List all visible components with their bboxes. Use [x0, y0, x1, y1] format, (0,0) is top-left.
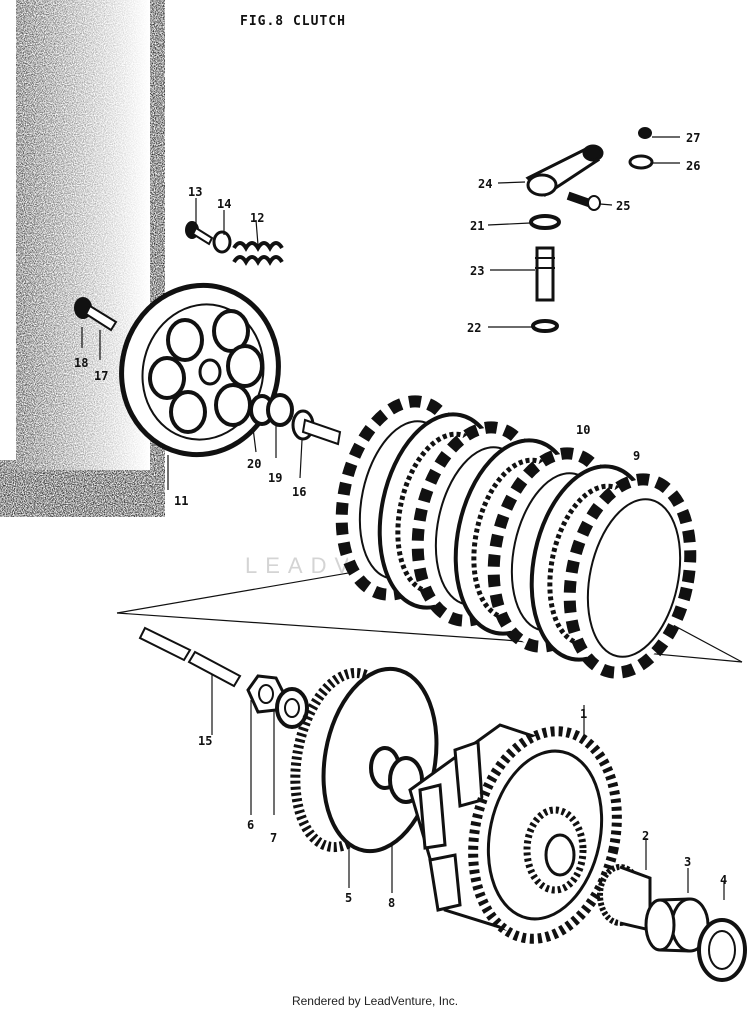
callout-1: 1 [580, 707, 587, 721]
callout-21: 21 [470, 219, 484, 233]
watermark: LEADV [245, 553, 358, 578]
callout-13: 13 [188, 185, 202, 199]
callout-26: 26 [686, 159, 700, 173]
callout-27: 27 [686, 131, 700, 145]
callout-2: 2 [642, 829, 649, 843]
guide-lines [116, 415, 743, 900]
pushrod-pieces [138, 626, 242, 688]
spring-set [185, 221, 284, 266]
callout-18: 18 [74, 356, 88, 370]
callout-12: 12 [250, 211, 264, 225]
callout-3: 3 [684, 855, 691, 869]
callout-8: 8 [388, 896, 395, 910]
nut-washer [246, 674, 309, 729]
clutch-plates [335, 395, 697, 679]
bolt-17 [74, 297, 118, 332]
callout-7: 7 [270, 831, 277, 845]
figure-title: FIG.8 CLUTCH [240, 14, 346, 29]
callout-10: 10 [576, 423, 590, 437]
callout-4: 4 [720, 873, 727, 887]
callout-20: 20 [247, 457, 261, 471]
callout-24: 24 [478, 177, 492, 191]
release-cam-parts [529, 127, 654, 333]
callout-25: 25 [616, 199, 630, 213]
callout-17: 17 [94, 369, 108, 383]
callout-labels: 1 2 3 4 5 6 7 8 9 10 11 12 13 14 15 16 1… [74, 131, 727, 910]
callout-16: 16 [292, 485, 306, 499]
callout-11: 11 [174, 494, 188, 508]
scan-grain [0, 0, 150, 470]
callout-5: 5 [345, 891, 352, 905]
leader-lines [81, 136, 680, 360]
footer-credit: Rendered by LeadVenture, Inc. [291, 994, 459, 1008]
callout-14: 14 [217, 197, 231, 211]
callout-23: 23 [470, 264, 484, 278]
friction-plate [563, 473, 697, 679]
clutch-sleeve-hub [290, 666, 439, 854]
release-arm [525, 144, 604, 211]
callout-15: 15 [198, 734, 212, 748]
release-parts [249, 393, 342, 446]
callout-6: 6 [247, 818, 254, 832]
callout-22: 22 [467, 321, 481, 335]
callout-19: 19 [268, 471, 282, 485]
callout-9: 9 [633, 449, 640, 463]
plate-inner-edge [586, 498, 682, 658]
clutch-housing [408, 723, 622, 944]
bearing-spacer-washer [597, 864, 747, 982]
